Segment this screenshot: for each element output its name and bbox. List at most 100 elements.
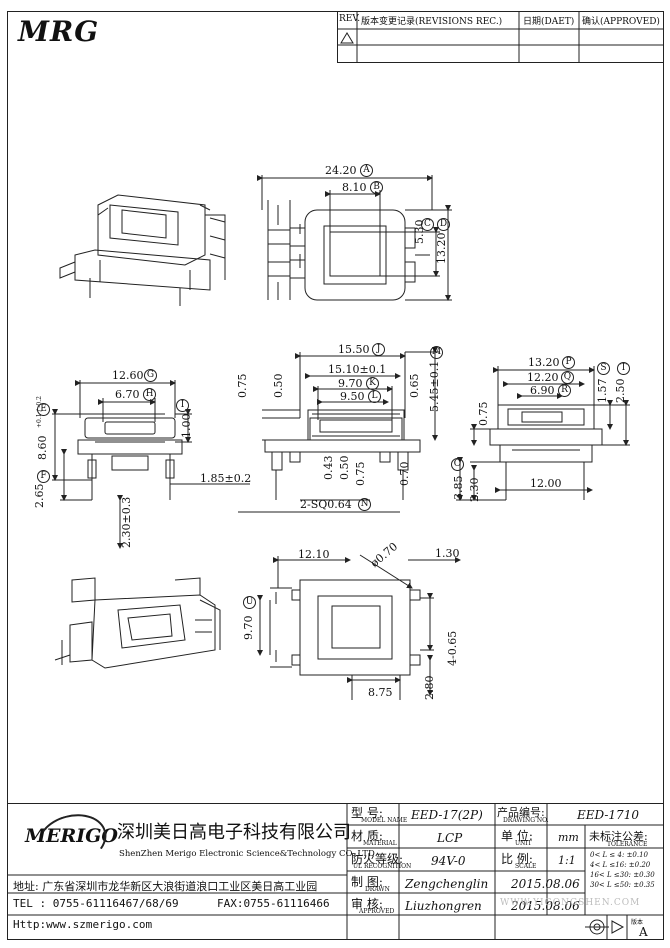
company-fax: FAX:0755-61116466 <box>217 897 330 910</box>
dim-13-20-b: 13.20 <box>528 356 560 369</box>
drawing-no-en: DRAWING NO. <box>503 817 549 824</box>
sheet-label: 版本 <box>631 919 644 926</box>
fire-label-en: UL RECOGNITION <box>353 863 412 870</box>
iso-view-top <box>59 194 226 306</box>
callout-o: O <box>451 458 464 471</box>
callout-l: L <box>368 390 381 403</box>
drawing-no-label: 产品编号: <box>497 806 545 819</box>
company-tel: TEL : 0755-61116467/68/69 <box>13 897 179 910</box>
side-view-left <box>52 380 250 549</box>
top-logo: MRG <box>18 15 100 48</box>
callout-r: R <box>558 384 571 397</box>
model-label-en: MODEL NAME <box>361 817 408 824</box>
tolerance-label-en: TOLERANCE <box>607 841 648 848</box>
revision-table: REV. 版本变更记录(REVISIONS REC.) 日期(DAET) 确认(… <box>337 11 664 63</box>
title-block: MERIGO 深圳美日高电子科技有限公司 ShenZhen Merigo Ele… <box>7 803 664 940</box>
callout-s: S <box>597 362 610 375</box>
dim-8-60: 8.60 <box>36 435 49 461</box>
dim-2-65: 2.65 <box>33 483 46 509</box>
dim-9-70: 9.70 <box>338 377 363 390</box>
callout-g: G <box>144 369 157 382</box>
scale-label-en: SCALE <box>515 863 537 870</box>
unit-value: mm <box>558 831 579 844</box>
tolerance-row-2: 4< L ≤16: ±0.20 <box>590 861 651 869</box>
dim-0-75-b: 0.75 <box>354 461 367 487</box>
sheet-value: A <box>639 925 648 939</box>
dim-8-10: 8.10 <box>342 181 367 194</box>
material-value: LCP <box>437 831 463 845</box>
callout-q: Q <box>561 371 574 384</box>
callout-f: F <box>37 470 50 483</box>
dim-1-85: 1.85±0.2 <box>200 472 252 485</box>
dim-2-50: 2.50 <box>614 378 627 404</box>
rev-header: REV. <box>339 14 361 24</box>
callout-u: U <box>243 596 256 609</box>
drawn-label: 制 图: <box>351 875 383 889</box>
approved-value: Liuzhongren <box>405 899 482 913</box>
tolerance-row-4: 30< L ≤50: ±0.35 <box>590 881 655 889</box>
dim-2-30-right: 2.30 <box>468 477 481 503</box>
callout-m: M <box>430 346 443 359</box>
callout-t: T <box>617 362 630 375</box>
bottom-view <box>257 554 461 700</box>
callout-h: H <box>143 388 156 401</box>
callout-p: P <box>562 356 575 369</box>
fire-label: 防火等级: <box>351 852 404 866</box>
approved-date: 2015.08.06 <box>511 899 580 913</box>
dim-8-75: 8.75 <box>368 686 393 699</box>
callout-b: B <box>370 181 383 194</box>
dim-0-50-a: 0.50 <box>272 373 285 399</box>
dim-0-75-a: 0.75 <box>236 373 249 399</box>
company-address: 地址: 广东省深圳市龙华新区大浪街道浪口工业区美日高工业园 <box>13 880 318 893</box>
callout-e: E <box>37 403 50 416</box>
dim-2-80: 2.80 <box>423 675 436 701</box>
approved-label-en: APPROVED <box>359 908 395 915</box>
dimension-labels: 24.20 A 8.10 B C D 5.30 13.20 12.60 G 6.… <box>33 164 630 701</box>
dim-0-75-c: 0.75 <box>477 401 490 427</box>
iso-view-bottom <box>54 577 221 669</box>
dim-15-50: 15.50 <box>338 343 370 356</box>
dim-12-00: 12.00 <box>530 477 562 490</box>
dim-1-00: 1.00 <box>180 413 193 439</box>
dim-12-10: 12.10 <box>298 548 330 561</box>
callout-n: N <box>358 498 371 511</box>
dim-0-65: 0.65 <box>408 373 421 399</box>
unit-label-en: UNIT <box>515 840 532 847</box>
dim-13-20: 13.20 <box>435 232 448 265</box>
dim-3-85: 3.85 <box>452 475 465 501</box>
dim-1-57: 1.57 <box>596 378 609 404</box>
revisions-header: 版本变更记录(REVISIONS REC.) <box>361 17 503 27</box>
dim-5-45: 5.45±0.1 <box>428 360 441 412</box>
dim-24-20: 24.20 <box>325 164 357 177</box>
dim-dia-0-70: ø0.70 <box>368 539 401 570</box>
company-web: Http:www.szmerigo.com <box>13 918 153 931</box>
callout-j: J <box>372 343 385 356</box>
dim-9-50: 9.50 <box>340 390 365 403</box>
merigo-logo: MERIGO <box>25 825 118 847</box>
dim-15-10: 15.10±0.1 <box>328 363 387 376</box>
callout-d: D <box>437 218 450 231</box>
approved-label: 审 核: <box>351 897 383 911</box>
drawn-value: Zengchenglin <box>405 877 489 891</box>
watermark: WWW.YIGONGSHEN.COM <box>500 898 641 908</box>
callout-c: C <box>421 218 434 231</box>
company-name-en: ShenZhen Merigo Electronic Science&Techn… <box>119 849 375 859</box>
dim-1-30: 1.30 <box>435 547 460 560</box>
unit-label: 单 位: <box>501 829 533 843</box>
scale-label: 比 例: <box>501 852 533 866</box>
drawn-date: 2015.08.06 <box>511 877 580 891</box>
approved-header: 确认(APPROVED) <box>582 17 660 27</box>
top-view <box>257 175 452 301</box>
scale-value: 1:1 <box>558 854 576 867</box>
dim-2-sq: 2-SQ0.64 <box>300 498 352 511</box>
dim-0-50-b: 0.50 <box>338 455 351 481</box>
material-label: 材 质: <box>351 829 383 843</box>
dim-6-70: 6.70 <box>115 388 140 401</box>
tolerance-row-1: 0< L ≤ 4: ±0.10 <box>590 851 649 859</box>
date-header: 日期(DAET) <box>523 17 575 27</box>
dim-9-70-b: 9.70 <box>242 615 255 641</box>
dim-5-30: 5.30 <box>413 219 426 245</box>
company-name-cn: 深圳美日高电子科技有限公司 <box>117 822 351 843</box>
drawing-no-value: EED-1710 <box>577 808 639 822</box>
drawn-label-en: DRAWN <box>365 886 390 893</box>
